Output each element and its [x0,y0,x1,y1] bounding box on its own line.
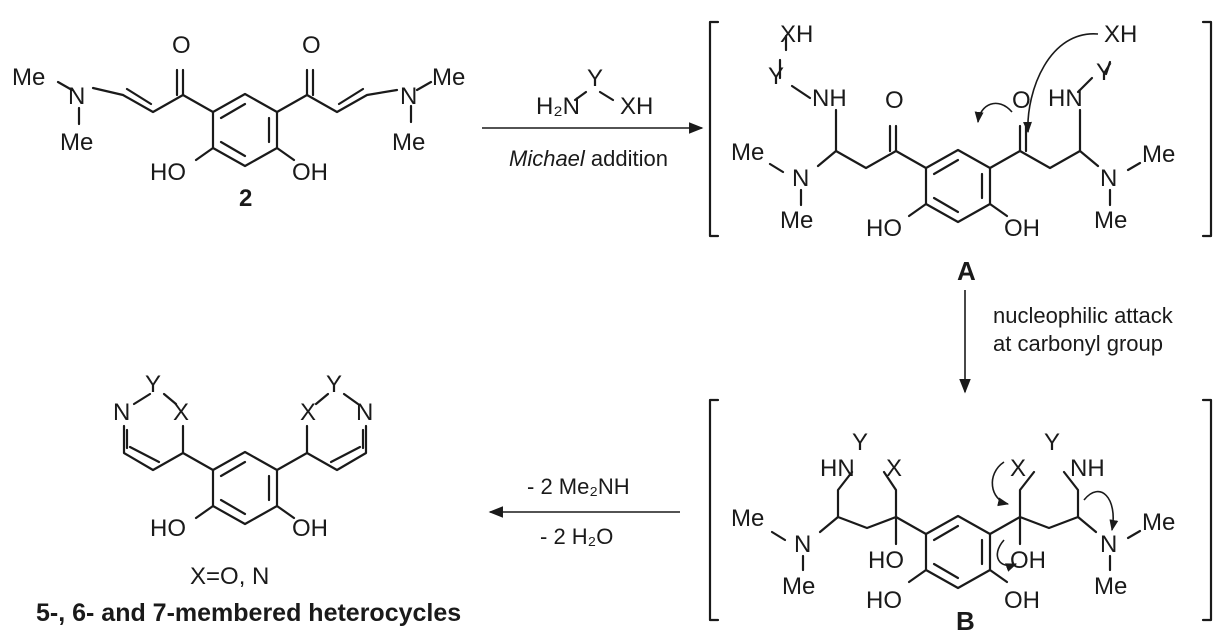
atom-me: Me [1094,207,1127,234]
intermediate-a-structure [768,34,1142,224]
atom-xh: XH [1104,21,1137,48]
atom-n: N [68,83,85,110]
atom-n: N [1100,165,1117,192]
atom-o: O [172,32,191,59]
atom-ho: HO [150,515,186,542]
curved-arrow-b-x [991,461,1010,507]
curved-arrow-a-attack [1023,33,1099,134]
bracket-a-right [1201,20,1213,238]
atom-o: O [885,87,904,114]
atom-oh: OH [1004,587,1040,614]
atom-hn: HN [1048,85,1083,112]
product-caption: 5-, 6- and 7-membered heterocycles [36,599,462,627]
atom-x: X [1010,455,1026,482]
condition-nucleophilic-line1: nucleophilic attack [993,303,1173,328]
atom-n: N [1100,531,1117,558]
atom-me: Me [731,139,764,166]
atom-ho: HO [866,215,902,242]
condition-michael: Michael addition [509,146,668,171]
atom-me: Me [432,64,465,91]
atom-me: Me [1094,573,1127,600]
bracket-b-right [1201,398,1213,622]
atom-xh: XH [780,21,813,48]
atom-n: N [400,83,417,110]
atom-oh: OH [292,515,328,542]
atom-hn: HN [820,455,855,482]
condition-nucleophilic-line2: at carbonyl group [993,331,1163,356]
atom-ho: HO [868,547,904,574]
atom-me: Me [392,129,425,156]
atom-y: Y [1044,429,1060,456]
atom-n: N [356,399,373,426]
reagent-xh: XH [620,93,653,120]
atom-oh: OH [1010,547,1046,574]
reagent-h2n: H₂N [536,93,580,120]
atom-me: Me [780,207,813,234]
atom-y: Y [145,371,161,398]
atom-y: Y [1096,59,1112,86]
atom-n: N [792,165,809,192]
atom-n: N [794,531,811,558]
bracket-a-left [708,20,720,238]
condition-elimination-line1: - 2 Me₂NH [527,474,630,499]
intermediate-b-structure [770,470,1142,590]
product-structure [122,392,368,526]
atom-x: X [300,399,316,426]
atom-nh: NH [1070,455,1105,482]
atom-me: Me [1142,509,1175,536]
atom-me: Me [60,129,93,156]
atom-x: X [886,455,902,482]
compound-label-2: 2 [239,185,252,212]
curved-arrow-b-oh [996,539,1018,572]
compound-label-b: B [956,606,975,632]
atom-n: N [113,399,130,426]
condition-elimination-line2: - 2 H₂O [540,524,614,549]
atom-y: Y [852,429,868,456]
compound-label-a: A [957,256,976,286]
atom-y: Y [326,371,342,398]
atom-o: O [302,32,321,59]
atom-me: Me [731,505,764,532]
atom-oh: OH [1004,215,1040,242]
compound-2-structure [56,68,433,168]
atom-me: Me [1142,141,1175,168]
atom-me: Me [782,573,815,600]
atom-ho: HO [150,159,186,186]
atom-me: Me [12,64,45,91]
atom-y: Y [768,63,784,90]
atom-o: O [1012,87,1031,114]
curved-arrow-b-n [1083,490,1119,532]
bracket-b-left [708,398,720,622]
atom-ho: HO [866,587,902,614]
atom-nh: NH [812,85,847,112]
atom-oh: OH [292,159,328,186]
atom-x: X [173,399,189,426]
curved-arrow-a-carbonyl [974,102,1013,124]
reagent-y: Y [587,65,603,92]
product-x-note: X=O, N [190,563,269,590]
